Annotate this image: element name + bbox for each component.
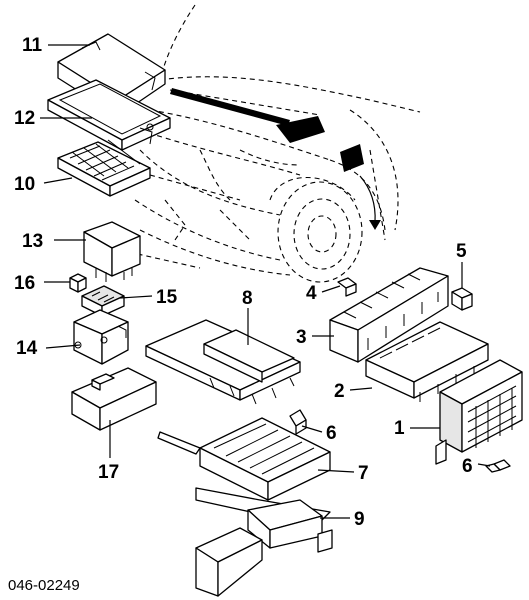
callout-17: 17 — [98, 462, 119, 483]
part-5-small-relay — [451, 287, 473, 311]
callout-12: 12 — [14, 108, 35, 129]
part-6-clip-upper — [289, 409, 307, 435]
callout-labels: 11 12 10 13 16 15 14 17 8 4 5 3 2 1 6 6 … — [14, 35, 473, 530]
callout-2: 2 — [334, 381, 345, 402]
part-16-small-relay — [69, 273, 87, 293]
part-2-terminal-block — [365, 321, 489, 402]
callout-5: 5 — [456, 241, 467, 262]
part-7-base-block — [157, 417, 331, 501]
callout-6-upper: 6 — [326, 423, 337, 444]
part-8-junction-block — [145, 319, 301, 405]
callout-9: 9 — [354, 509, 365, 530]
callout-3: 3 — [296, 327, 307, 348]
callout-16: 16 — [14, 273, 35, 294]
callout-14: 14 — [16, 338, 38, 359]
part-9-bracket — [195, 487, 333, 597]
vehicle-outline — [119, 4, 421, 283]
part-4-clip — [337, 277, 357, 297]
diagram-reference-number: 046-02249 — [8, 577, 80, 594]
callout-7: 7 — [358, 463, 369, 484]
part-14-relay-housing — [73, 309, 129, 365]
callout-11: 11 — [22, 35, 43, 56]
part-1-main-fuse-box — [435, 359, 523, 465]
callout-4: 4 — [306, 283, 317, 304]
leader-lines — [40, 44, 491, 519]
part-12-tray — [47, 79, 171, 151]
callout-8: 8 — [242, 288, 253, 309]
callout-13: 13 — [22, 231, 43, 252]
callout-10: 10 — [14, 174, 35, 195]
callout-6-lower: 6 — [462, 456, 473, 477]
part-13-relay — [83, 221, 141, 282]
part-10-fuse-panel — [57, 139, 151, 197]
part-17-cover-block — [71, 367, 157, 431]
part-3-relay-carrier — [329, 267, 449, 363]
callout-15: 15 — [156, 287, 178, 308]
callout-1: 1 — [394, 418, 405, 439]
